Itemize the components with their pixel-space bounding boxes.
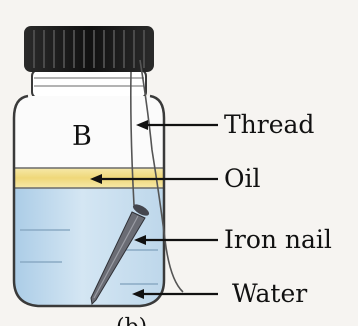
label-pointers — [90, 120, 218, 299]
oil-layer — [14, 168, 164, 188]
thread-label: Thread — [224, 110, 314, 139]
thread — [130, 59, 184, 293]
oil-label: Oil — [224, 164, 261, 193]
jar-neck — [31, 69, 147, 99]
water-layer — [14, 186, 164, 306]
jar-lid — [24, 26, 154, 72]
jar-label: B — [72, 121, 92, 152]
caption-fragment: (b) — [116, 315, 147, 326]
jar-body — [12, 94, 166, 308]
iron-nail-label: Iron nail — [224, 225, 332, 254]
water-label: Water — [232, 279, 307, 308]
iron-nail — [90, 204, 150, 306]
